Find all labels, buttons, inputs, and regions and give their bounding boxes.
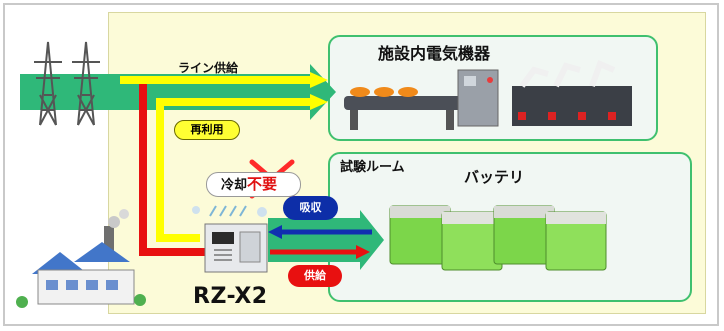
model-name-label: RZ-X2 bbox=[193, 284, 268, 309]
cooling-not-required-bubble: 冷却不要 bbox=[206, 172, 301, 197]
robot-arm-icon bbox=[512, 59, 632, 126]
yellow-line-head bbox=[310, 72, 328, 88]
test-room-title: 試験ルーム bbox=[340, 160, 405, 175]
battery-pack-icon bbox=[389, 205, 607, 271]
battery-title: バッテリ bbox=[464, 168, 525, 186]
blue-absorb-head bbox=[268, 225, 282, 239]
not-required-label: 不要 bbox=[247, 175, 278, 193]
facility-equipment-title: 施設内電気機器 bbox=[378, 44, 491, 63]
supply-badge: 供給 bbox=[288, 265, 342, 287]
line-supply-label: ライン供給 bbox=[178, 61, 239, 75]
red-battery-head bbox=[356, 245, 370, 259]
cooling-label: 冷却 bbox=[221, 178, 248, 193]
yellow-reuse-path bbox=[156, 98, 312, 242]
red-supply-path bbox=[139, 82, 212, 256]
yellow-reuse-head bbox=[310, 94, 328, 110]
conveyor-machine-icon bbox=[344, 69, 499, 130]
power-tower-icon bbox=[34, 41, 100, 126]
green-battery-arrow bbox=[268, 210, 384, 270]
reuse-badge: 再利用 bbox=[174, 120, 240, 140]
factory-icon bbox=[16, 209, 146, 308]
rz-x2-unit-icon bbox=[192, 205, 268, 273]
absorb-badge: 吸収 bbox=[283, 196, 338, 220]
